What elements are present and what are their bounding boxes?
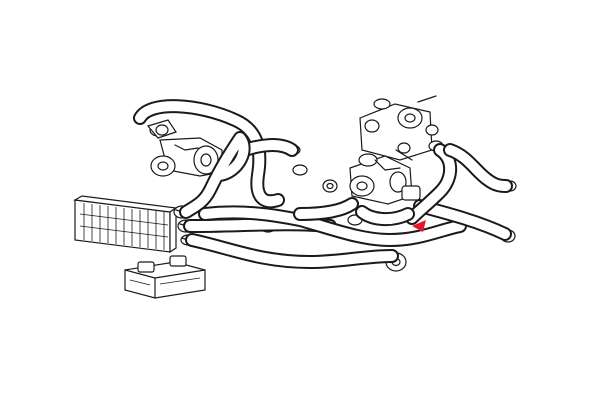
thermostat-housing xyxy=(359,95,439,161)
water-pump xyxy=(150,137,223,177)
auxiliary-water-pump xyxy=(146,119,177,139)
radiator xyxy=(73,195,178,254)
expansion-tank xyxy=(124,255,206,299)
coolant-hoses xyxy=(133,99,513,269)
heater-valve xyxy=(349,153,421,205)
red-triangle-pointer-icon xyxy=(412,220,426,232)
